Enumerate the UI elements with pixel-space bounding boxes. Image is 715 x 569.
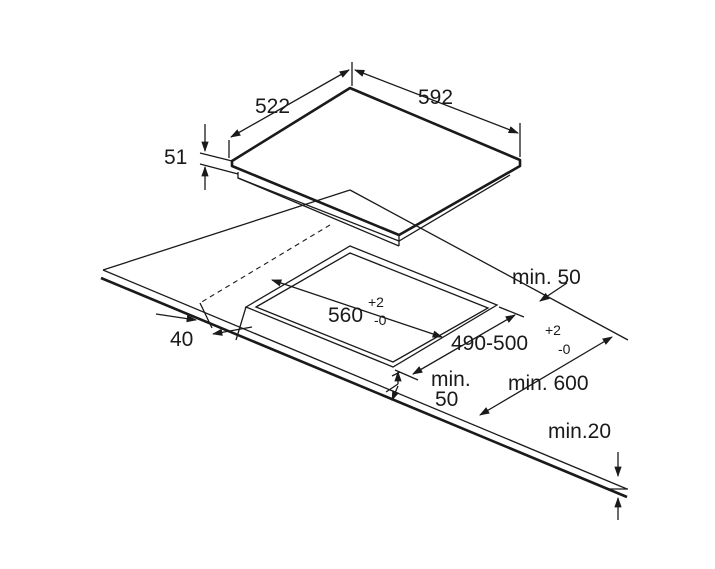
- label-worktop-thickness: min.20: [548, 420, 611, 443]
- dim-hob-height: [199, 124, 239, 190]
- worktop-back-edge: [349, 189, 629, 341]
- label-worktop-depth: min. 600: [508, 372, 589, 395]
- hob: [230, 86, 522, 247]
- dim-worktop-depth: [479, 336, 613, 416]
- label-cutout-width: 560: [328, 304, 363, 327]
- cutout: [199, 224, 499, 368]
- label-side-offset: 40: [170, 328, 193, 351]
- label-cutout-depth: 490-500: [451, 332, 528, 355]
- label-cutout-depth-tol-minus: -0: [558, 341, 571, 357]
- dim-rear-clearance: [539, 282, 568, 302]
- dim-worktop-thickness: [608, 452, 628, 520]
- dim-side-offset: [155, 302, 253, 341]
- label-rear-clearance: min. 50: [512, 266, 581, 289]
- dim-hob-width: [354, 69, 521, 157]
- label-hob-width: 592: [418, 86, 453, 109]
- label-cutout-depth-tol-plus: +2: [545, 322, 561, 338]
- hob-base: [237, 172, 511, 242]
- dim-front-clearance: [385, 370, 402, 401]
- label-cutout-width-tol-minus: -0: [374, 312, 387, 328]
- label-front-clearance-line2: 50: [435, 388, 458, 411]
- label-front-clearance-line1: min.: [431, 368, 471, 391]
- label-hob-height: 51: [164, 146, 187, 169]
- worktop: [100, 189, 629, 499]
- label-cutout-width-tol-plus: +2: [368, 294, 384, 310]
- label-hob-depth: 522: [255, 95, 290, 118]
- dim-hob-depth: [228, 62, 353, 158]
